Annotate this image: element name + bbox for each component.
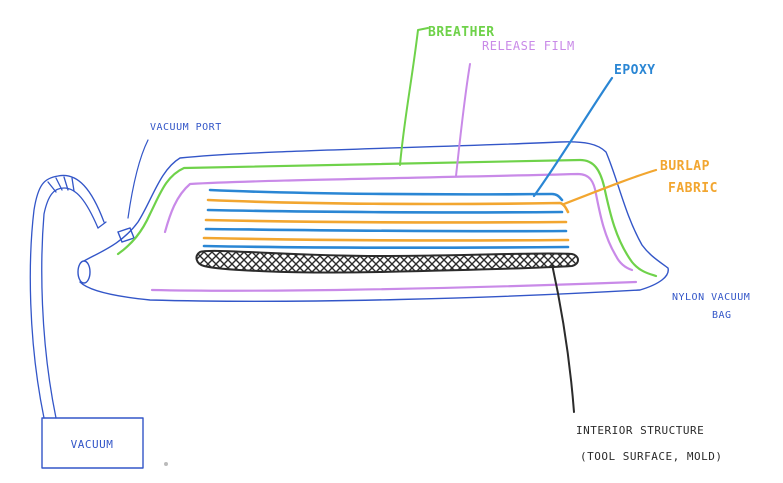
composite-layup xyxy=(202,188,570,249)
breather-label: BREATHER xyxy=(428,25,495,40)
vacuum-hose xyxy=(29,174,107,419)
interior-structure-label-1: INTERIOR STRUCTURE xyxy=(576,424,704,437)
epoxy-callout: EPOXY xyxy=(532,63,656,198)
breather-layer: BREATHER xyxy=(116,25,658,278)
burlap-label-1: BURLAP xyxy=(660,159,710,174)
vacuum-port-label: VACUUM PORT xyxy=(150,122,222,133)
stray-dot xyxy=(164,462,168,466)
release-film-label: RELEASE FILM xyxy=(482,39,575,53)
vacuum-label: VACUUM xyxy=(71,438,114,451)
epoxy-line-1 xyxy=(208,188,564,202)
epoxy-line-3 xyxy=(204,227,568,233)
burlap-line-1 xyxy=(206,198,570,214)
interior-structure-label-2: (TOOL SURFACE, MOLD) xyxy=(580,450,722,463)
epoxy-label: EPOXY xyxy=(614,63,656,78)
burlap-line-3 xyxy=(202,236,570,242)
nylon-vacuum-bag-label-1: NYLON VACUUM xyxy=(672,292,750,303)
burlap-label-2: FABRIC xyxy=(668,181,718,196)
burlap-line-2 xyxy=(204,218,568,224)
epoxy-line-4 xyxy=(202,244,570,249)
epoxy-line-2 xyxy=(206,208,564,214)
release-film-layer: RELEASE FILM xyxy=(150,39,638,292)
burlap-callout: BURLAP FABRIC xyxy=(562,159,718,206)
nylon-vacuum-bag-label-2: BAG xyxy=(712,310,732,321)
mold-structure: INTERIOR STRUCTURE (TOOL SURFACE, MOLD) xyxy=(195,249,722,463)
vacuum-pump: VACUUM xyxy=(41,417,144,469)
nylon-vacuum-bag xyxy=(79,141,669,302)
